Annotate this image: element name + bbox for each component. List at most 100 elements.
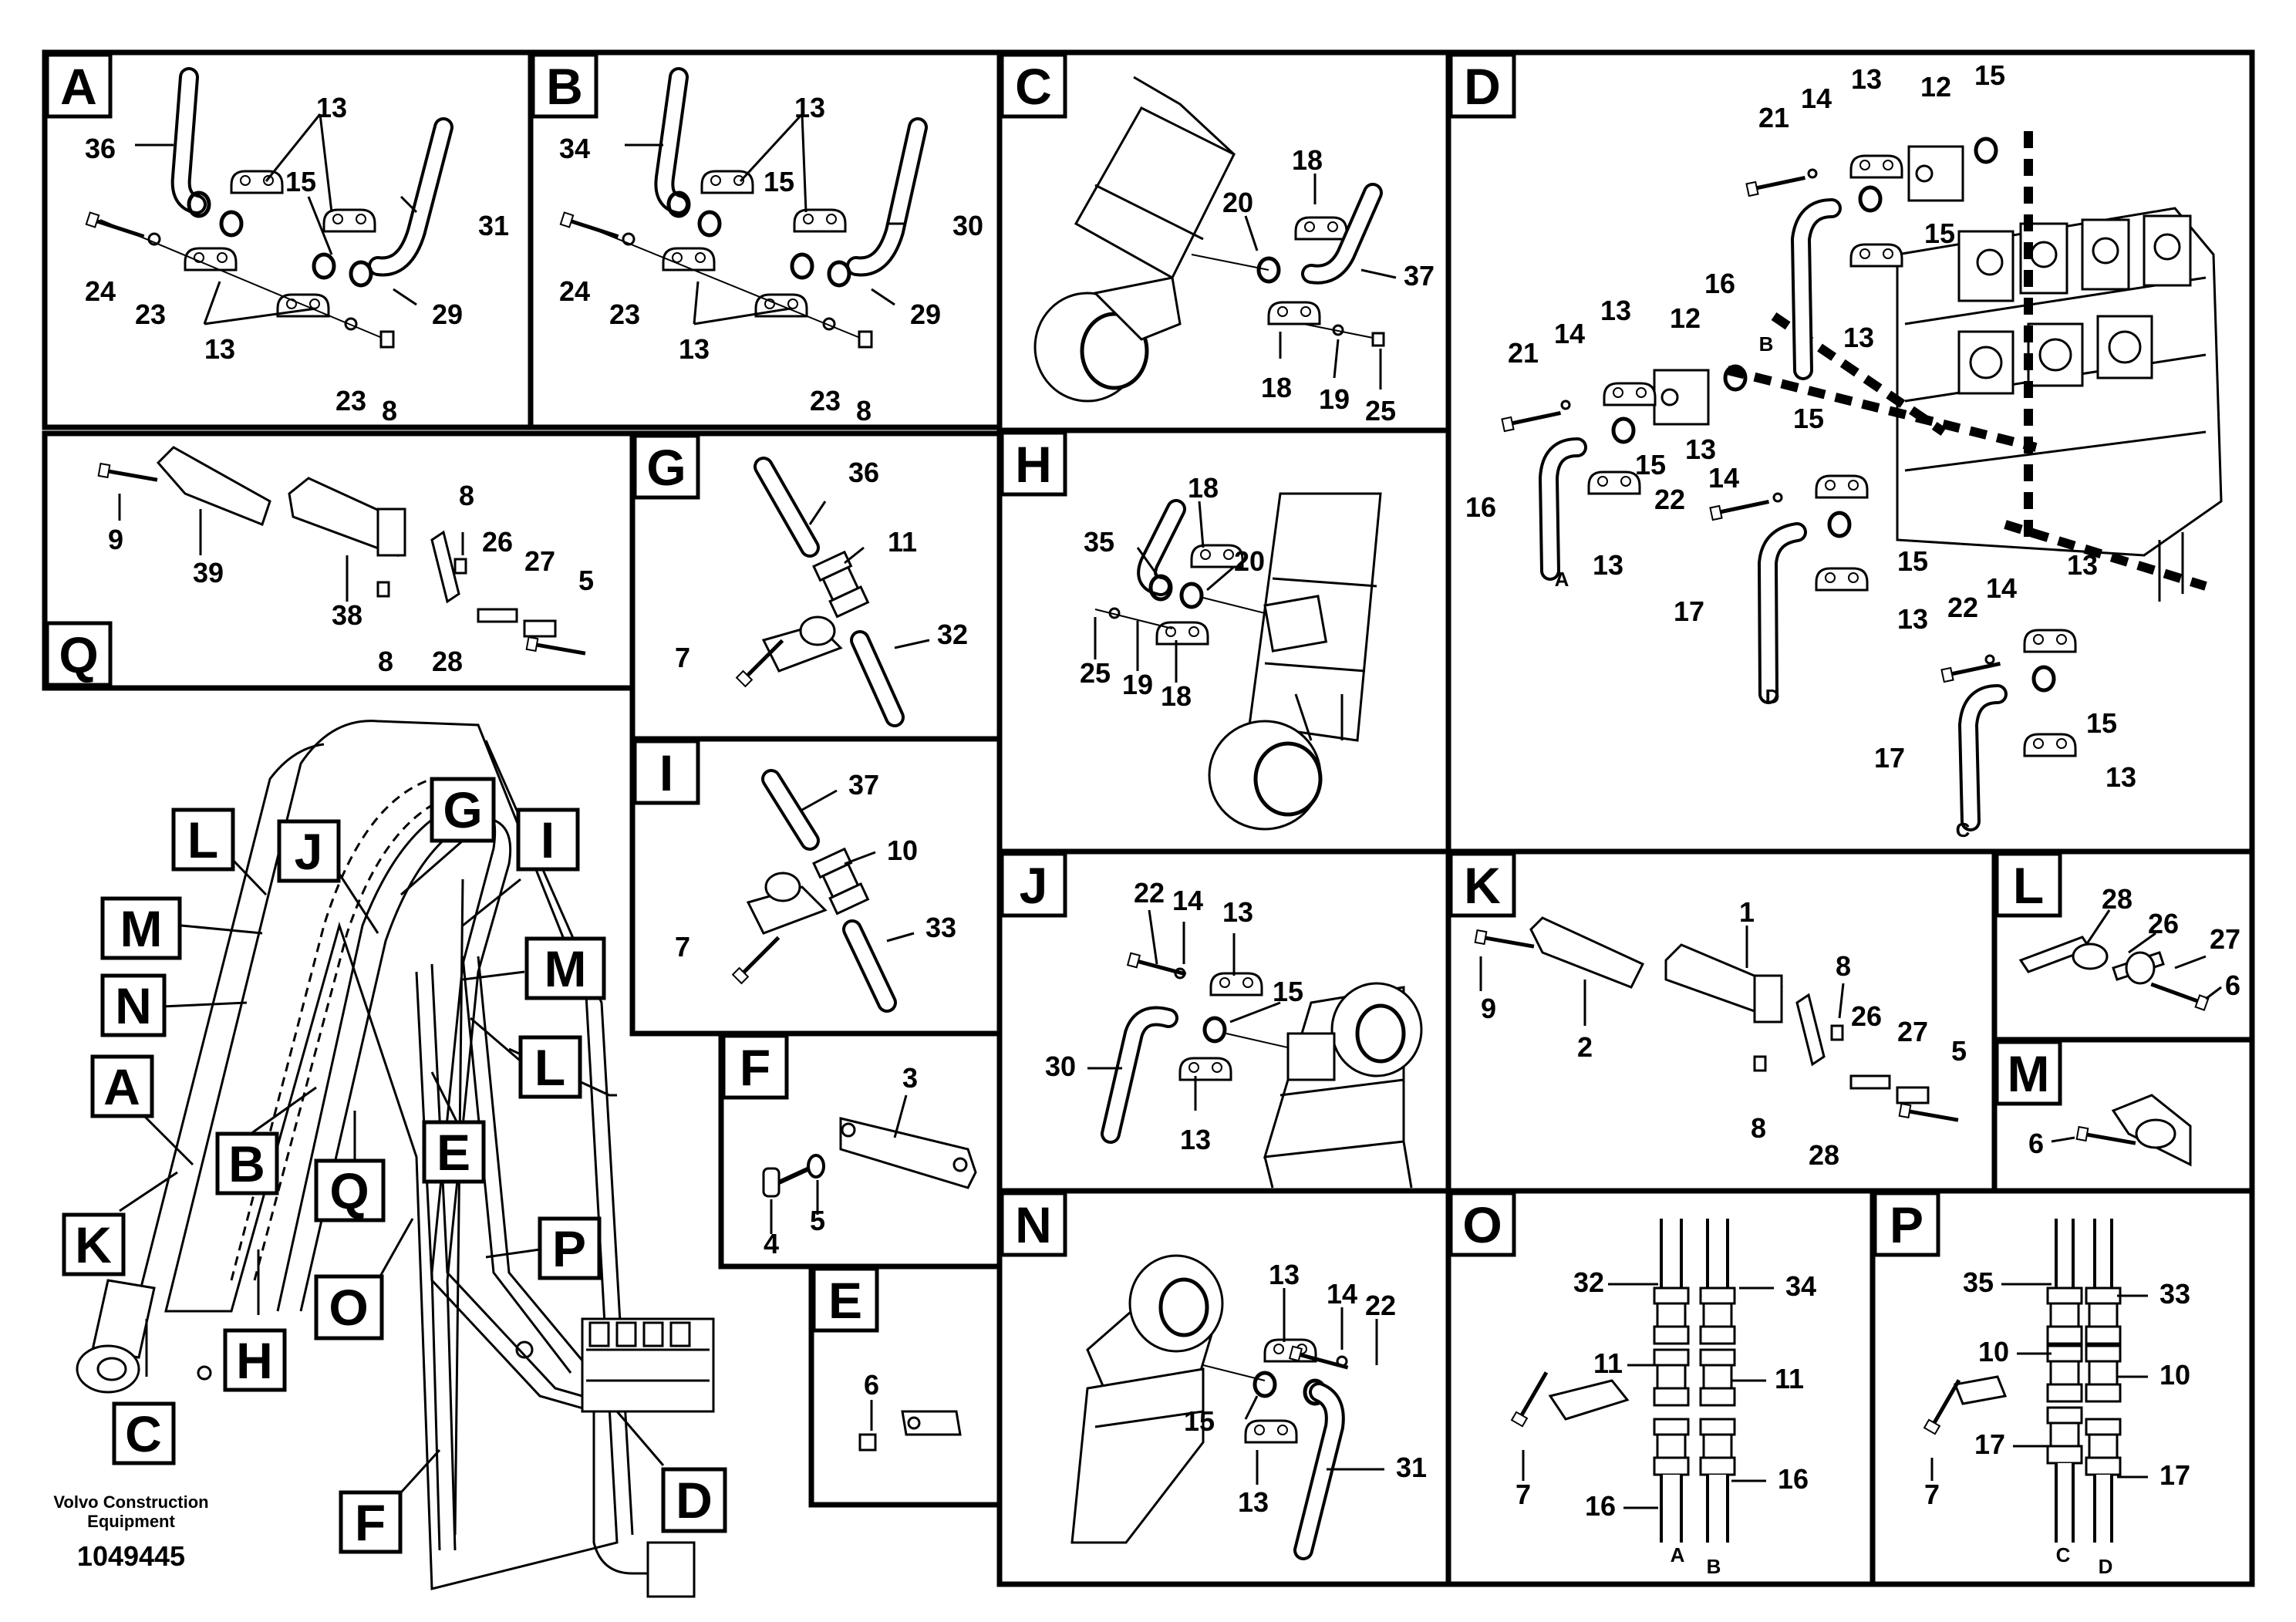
callout-4: 4 (764, 1228, 779, 1259)
callout-16: 16 (1778, 1463, 1809, 1495)
overview-tag-k[interactable]: K (62, 1212, 126, 1276)
callout-3: 3 (902, 1062, 918, 1094)
callout-35: 35 (1084, 526, 1114, 558)
panel-d-tag: D (1464, 58, 1501, 115)
callout-14: 14 (1327, 1278, 1357, 1310)
callout-8: 8 (382, 395, 397, 427)
overview-tag-o[interactable]: O (314, 1274, 384, 1340)
callout-8: 8 (1836, 950, 1851, 982)
callout-8: 8 (1751, 1112, 1766, 1144)
callout-26: 26 (482, 526, 513, 558)
callout-13: 13 (1843, 322, 1874, 353)
brand-line-2: Equipment (87, 1512, 175, 1531)
panel-n: N 13 14 22 15 13 31 (996, 1188, 1451, 1587)
callout-34: 34 (1785, 1270, 1816, 1302)
callout-30: 30 (1045, 1050, 1076, 1082)
callout-20: 20 (1222, 187, 1253, 218)
callout-13: 13 (1897, 603, 1928, 635)
panel-a-tag: A (60, 58, 97, 115)
callout-14: 14 (1708, 462, 1739, 494)
callout-2: 2 (1577, 1031, 1593, 1063)
overview-tag-d[interactable]: D (661, 1467, 727, 1533)
overview-tag-n[interactable]: N (100, 973, 167, 1037)
overview-tag-h[interactable]: H (223, 1328, 287, 1392)
overview-tag-m[interactable]: M (100, 896, 182, 960)
callout-36: 36 (848, 457, 879, 488)
callout-7: 7 (1924, 1479, 1940, 1510)
callout-13: 13 (1593, 549, 1623, 581)
callout-13: 13 (794, 92, 825, 123)
drawing-caption: Volvo Construction Equipment 1049445 (53, 1492, 208, 1572)
svg-text:J: J (295, 823, 323, 880)
callout-17: 17 (1674, 595, 1704, 627)
svg-text:L: L (534, 1039, 565, 1096)
callout-27: 27 (1897, 1016, 1928, 1047)
callout-12: 12 (1920, 71, 1951, 103)
callout-23: 23 (135, 298, 166, 330)
callout-34: 34 (559, 133, 590, 164)
callout-21: 21 (1758, 102, 1789, 133)
callout-23: 23 (609, 298, 640, 330)
callout-13: 13 (1685, 433, 1716, 465)
hose-letter-b: B (1759, 332, 1774, 356)
callout-18: 18 (1292, 144, 1323, 176)
callout-14: 14 (1986, 572, 2017, 604)
panel-k: K 1 9 2 8 26 27 5 8 28 (1445, 848, 1998, 1194)
panel-e-tag: E (828, 1272, 862, 1329)
overview-tag-l-right[interactable]: L (518, 1035, 582, 1099)
callout-30: 30 (952, 210, 983, 241)
callout-31: 31 (1396, 1452, 1427, 1483)
callout-28: 28 (2102, 883, 2132, 915)
callout-26: 26 (2148, 908, 2179, 939)
callout-8: 8 (856, 395, 872, 427)
callout-19: 19 (1122, 669, 1153, 700)
callout-23: 23 (335, 385, 366, 416)
panel-o-tag: O (1462, 1196, 1502, 1253)
panel-i: I 37 10 33 7 (629, 736, 1003, 1037)
overview-tag-l[interactable]: L (171, 808, 235, 872)
overview-tag-c[interactable]: C (112, 1401, 176, 1465)
svg-text:N: N (115, 977, 152, 1034)
callout-11: 11 (1775, 1363, 1804, 1394)
callout-35: 35 (1963, 1266, 1994, 1298)
overview-tag-i[interactable]: I (516, 808, 580, 872)
panel-c-tag: C (1015, 58, 1052, 115)
control-valve-block (1896, 207, 2223, 602)
overview-tag-j[interactable]: J (277, 819, 341, 883)
overview-tag-m-right[interactable]: M (524, 936, 606, 1000)
panel-j: J 22 14 13 15 30 13 (996, 848, 1451, 1194)
overview-tag-f[interactable]: F (339, 1490, 403, 1554)
callout-13: 13 (1222, 896, 1253, 928)
svg-text:P: P (552, 1220, 586, 1277)
callout-10: 10 (1978, 1336, 2009, 1367)
svg-text:I: I (541, 811, 555, 868)
overview-tag-p[interactable]: P (538, 1216, 602, 1280)
drawing-number: 1049445 (77, 1540, 185, 1572)
callout-14: 14 (1801, 83, 1832, 114)
svg-text:F: F (355, 1494, 386, 1551)
callout-29: 29 (432, 298, 463, 330)
callout-8: 8 (378, 646, 393, 677)
svg-text:A: A (103, 1058, 140, 1115)
callout-39: 39 (193, 557, 224, 588)
callout-22: 22 (1134, 877, 1165, 909)
callout-32: 32 (1573, 1266, 1604, 1298)
overview-tag-e[interactable]: E (422, 1120, 486, 1184)
callout-15: 15 (1897, 545, 1928, 577)
panel-m: M 6 (1991, 1037, 2255, 1194)
panel-p: P 35 33 10 10 17 17 7 C D (1870, 1188, 2255, 1587)
callout-28: 28 (432, 646, 463, 677)
overview-tag-a[interactable]: A (90, 1054, 154, 1118)
callout-13: 13 (1238, 1486, 1269, 1518)
callout-15: 15 (764, 166, 794, 197)
svg-text:M: M (544, 940, 587, 997)
callout-7: 7 (675, 931, 690, 963)
callout-22: 22 (1947, 592, 1978, 623)
callout-8: 8 (459, 480, 474, 511)
callout-15: 15 (1793, 403, 1824, 434)
overview-tag-b[interactable]: B (215, 1131, 279, 1195)
callout-13: 13 (1180, 1124, 1211, 1155)
overview-tag-g[interactable]: G (430, 777, 496, 843)
overview-tag-q[interactable]: Q (314, 1158, 386, 1222)
